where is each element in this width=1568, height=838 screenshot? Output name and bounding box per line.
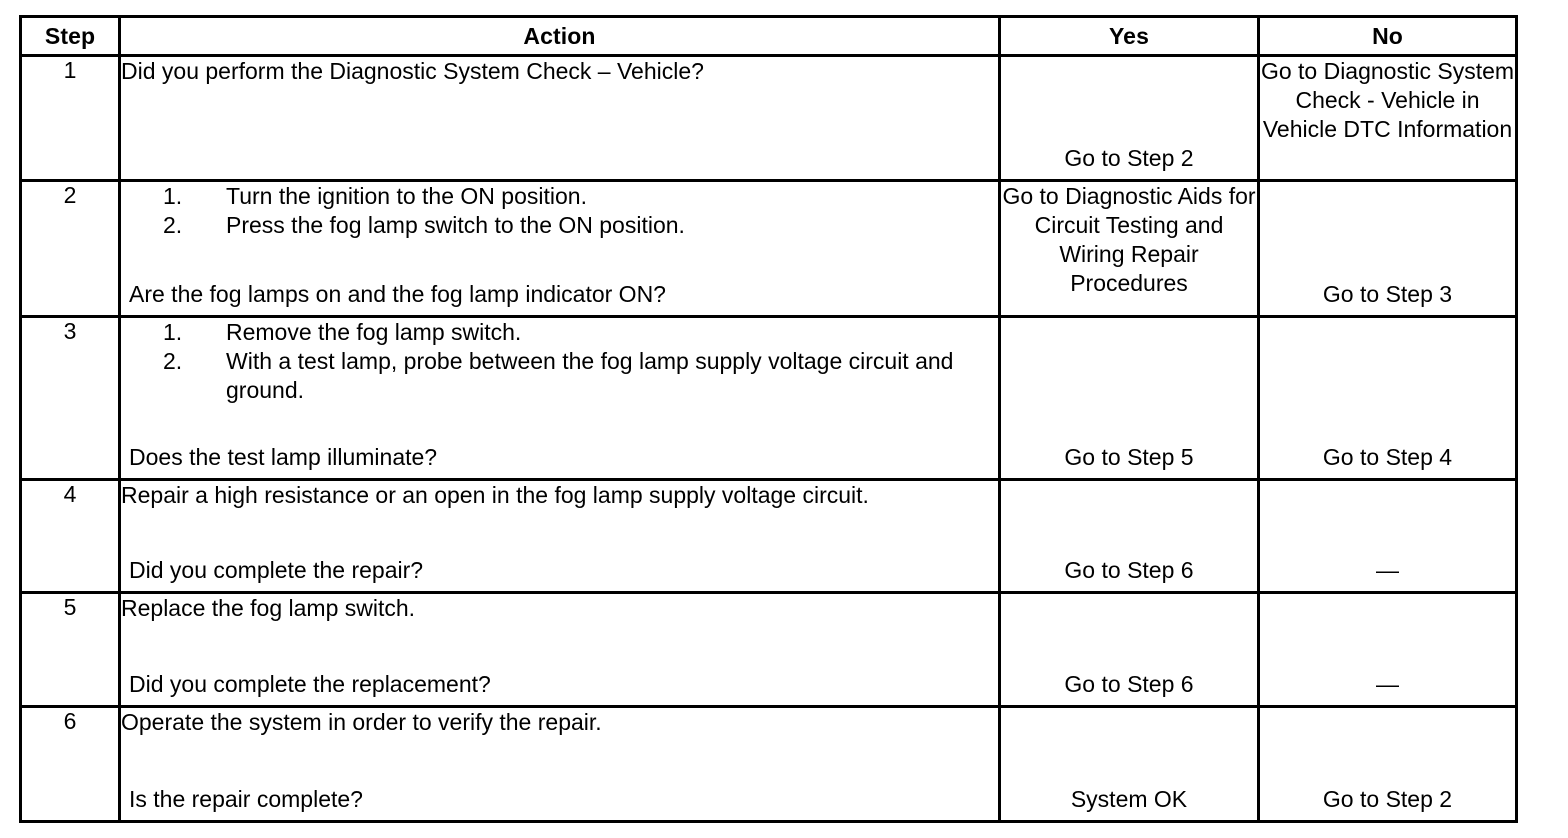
step-number-cell: 5 — [19, 591, 121, 708]
yes-result-top-text: Go to Diagnostic Aids for Circuit Testin… — [1002, 183, 1256, 296]
yes-result-cell: Go to Step 5 — [998, 315, 1260, 481]
yes-result-bottom-text: Go to Step 2 — [1064, 145, 1194, 171]
no-result-cell: Go to Step 2 — [1257, 705, 1518, 823]
action-cell: Did you perform the Diagnostic System Ch… — [118, 54, 1001, 182]
table-row: 6 Operate the system in order to verify … — [19, 705, 1518, 823]
action-question-text: Did you complete the replacement? — [129, 671, 491, 697]
table-row: 1 Did you perform the Diagnostic System … — [19, 54, 1518, 182]
step-number-cell: 4 — [19, 478, 121, 594]
no-result-cell: — — [1257, 478, 1518, 594]
table-row: 4 Repair a high resistance or an open in… — [19, 478, 1518, 594]
no-result-bottom-text: Go to Step 2 — [1322, 786, 1453, 812]
diagnostic-procedure-table: Step Action Yes No 1 Did you perform the… — [19, 15, 1518, 823]
yes-result-cell: Go to Step 6 — [998, 478, 1260, 594]
action-cell: 1. Remove the fog lamp switch. 2. With a… — [118, 315, 1001, 481]
yes-result-cell: Go to Step 6 — [998, 591, 1260, 708]
no-result-cell: — — [1257, 591, 1518, 708]
action-question-text: Did you complete the repair? — [129, 557, 424, 583]
action-intro-text: Did you perform the Diagnostic System Ch… — [121, 58, 704, 84]
action-cell: Repair a high resistance or an open in t… — [118, 478, 1001, 594]
action-cell: Operate the system in order to verify th… — [118, 705, 1001, 823]
yes-result-bottom-text: System OK — [1070, 786, 1188, 812]
table-body: 1 Did you perform the Diagnostic System … — [19, 54, 1518, 823]
action-step-list: 1. Turn the ignition to the ON position.… — [121, 182, 998, 240]
column-header-yes: Yes — [998, 15, 1260, 57]
yes-result-cell: System OK — [998, 705, 1260, 823]
step-number-cell: 2 — [19, 179, 121, 318]
action-step-item: 2. Press the fog lamp switch to the ON p… — [121, 211, 998, 240]
action-step-text: Press the fog lamp switch to the ON posi… — [226, 212, 685, 238]
action-question-text: Is the repair complete? — [129, 786, 363, 812]
action-question-text: Are the fog lamps on and the fog lamp in… — [129, 281, 666, 307]
yes-result-bottom-text: Go to Step 6 — [1064, 671, 1194, 697]
no-result-bottom-text: Go to Step 3 — [1322, 281, 1453, 307]
no-result-cell: Go to Diagnostic System Check - Vehicle … — [1257, 54, 1518, 182]
action-cell: 1. Turn the ignition to the ON position.… — [118, 179, 1001, 318]
yes-result-cell: Go to Diagnostic Aids for Circuit Testin… — [998, 179, 1260, 318]
action-step-text: With a test lamp, probe between the fog … — [226, 348, 954, 403]
table-row: 3 1. Remove the fog lamp switch. 2. With… — [19, 315, 1518, 481]
no-result-bottom-text: — — [1376, 557, 1399, 583]
step-number-cell: 6 — [19, 705, 121, 823]
table-header: Step Action Yes No — [19, 15, 1518, 57]
no-result-cell: Go to Step 3 — [1257, 179, 1518, 318]
action-question-text: Does the test lamp illuminate? — [129, 444, 438, 470]
action-step-number: 2. — [163, 348, 183, 374]
step-number-cell: 1 — [19, 54, 121, 182]
no-result-cell: Go to Step 4 — [1257, 315, 1518, 481]
column-header-step: Step — [19, 15, 121, 57]
action-step-text: Turn the ignition to the ON position. — [226, 183, 587, 209]
action-step-number: 1. — [163, 319, 183, 345]
action-step-number: 2. — [163, 212, 183, 238]
action-step-item: 2. With a test lamp, probe between the f… — [121, 347, 998, 405]
action-intro-text: Replace the fog lamp switch. — [121, 595, 416, 621]
action-intro-text: Operate the system in order to verify th… — [121, 709, 602, 735]
table-row: 5 Replace the fog lamp switch. Did you c… — [19, 591, 1518, 708]
table-row: 2 1. Turn the ignition to the ON positio… — [19, 179, 1518, 318]
action-cell: Replace the fog lamp switch. Did you com… — [118, 591, 1001, 708]
action-step-number: 1. — [163, 183, 183, 209]
yes-result-cell: Go to Step 2 — [998, 54, 1260, 182]
column-header-action: Action — [118, 15, 1001, 57]
action-step-item: 1. Turn the ignition to the ON position. — [121, 182, 998, 211]
header-row: Step Action Yes No — [19, 15, 1518, 57]
column-header-no: No — [1257, 15, 1518, 57]
action-intro-text: Repair a high resistance or an open in t… — [121, 482, 869, 508]
no-result-bottom-text: Go to Step 4 — [1322, 444, 1453, 470]
action-step-list: 1. Remove the fog lamp switch. 2. With a… — [121, 318, 998, 405]
action-step-text: Remove the fog lamp switch. — [226, 319, 522, 345]
yes-result-bottom-text: Go to Step 6 — [1064, 557, 1194, 583]
action-step-item: 1. Remove the fog lamp switch. — [121, 318, 998, 347]
yes-result-bottom-text: Go to Step 5 — [1064, 444, 1194, 470]
step-number-cell: 3 — [19, 315, 121, 481]
no-result-top-text: Go to Diagnostic System Check - Vehicle … — [1260, 58, 1515, 142]
no-result-bottom-text: — — [1376, 671, 1399, 697]
